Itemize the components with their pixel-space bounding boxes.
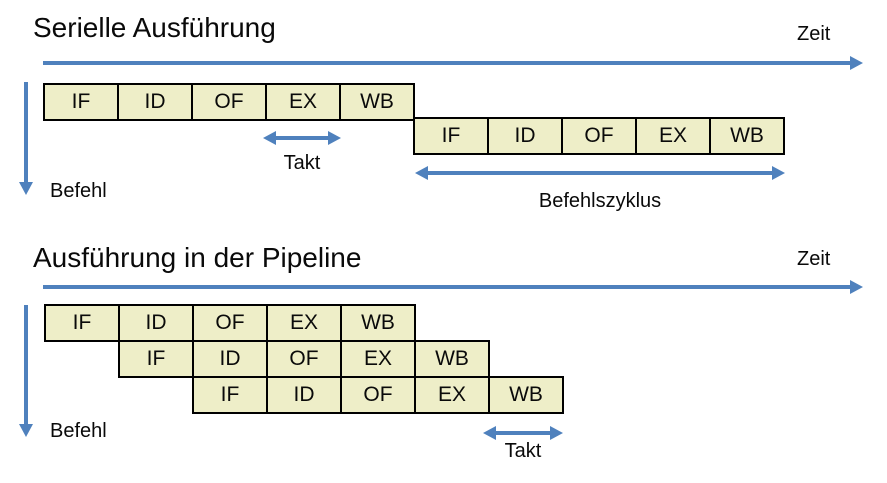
stage-cell-of: OF	[340, 376, 416, 414]
stage-cell-id: ID	[266, 376, 342, 414]
serial-instruction-1-row: IF ID OF EX WB	[43, 83, 415, 121]
pipeline-instruction-1-row: IF ID OF EX WB	[44, 304, 416, 342]
stage-cell-of: OF	[561, 117, 637, 155]
serial-instruction-2-row: IF ID OF EX WB	[413, 117, 785, 155]
stage-cell-if: IF	[44, 304, 120, 342]
serial-cycle-span-arrow	[428, 171, 772, 175]
stage-cell-if: IF	[118, 340, 194, 378]
stage-cell-of: OF	[191, 83, 267, 121]
stage-cell-id: ID	[118, 304, 194, 342]
stage-cell-ex: EX	[340, 340, 416, 378]
stage-cell-wb: WB	[414, 340, 490, 378]
stage-cell-ex: EX	[266, 304, 342, 342]
pipeline-instruction-2-row: IF ID OF EX WB	[118, 340, 490, 378]
stage-cell-wb: WB	[709, 117, 785, 155]
pipeline-clock-span-arrow	[496, 431, 550, 435]
stage-cell-ex: EX	[414, 376, 490, 414]
stage-cell-wb: WB	[339, 83, 415, 121]
serial-clock-label: Takt	[283, 152, 321, 174]
pipeline-instruction-3-row: IF ID OF EX WB	[192, 376, 564, 414]
pipeline-time-axis-arrow	[43, 285, 850, 289]
stage-cell-ex: EX	[635, 117, 711, 155]
stage-cell-if: IF	[192, 376, 268, 414]
pipeline-instruction-axis-label: Befehl	[50, 420, 107, 442]
serial-clock-span-arrow	[276, 136, 328, 140]
stage-cell-ex: EX	[265, 83, 341, 121]
pipeline-clock-label: Takt	[504, 440, 542, 462]
pipeline-time-axis-label: Zeit	[797, 248, 831, 270]
stage-cell-of: OF	[266, 340, 342, 378]
pipeline-instruction-axis-arrow	[24, 305, 28, 424]
serial-instruction-axis-arrow	[24, 82, 28, 182]
stage-cell-if: IF	[43, 83, 119, 121]
serial-instruction-axis-label: Befehl	[50, 180, 107, 202]
stage-cell-id: ID	[192, 340, 268, 378]
pipeline-section-title: Ausführung in der Pipeline	[33, 242, 362, 273]
serial-section-title: Serielle Ausführung	[33, 12, 276, 43]
stage-cell-id: ID	[487, 117, 563, 155]
serial-time-axis-label: Zeit	[797, 23, 831, 45]
stage-cell-id: ID	[117, 83, 193, 121]
serial-cycle-label: Befehlszyklus	[538, 190, 662, 212]
serial-time-axis-arrow	[43, 61, 850, 65]
stage-cell-if: IF	[413, 117, 489, 155]
stage-cell-wb: WB	[488, 376, 564, 414]
stage-cell-of: OF	[192, 304, 268, 342]
stage-cell-wb: WB	[340, 304, 416, 342]
